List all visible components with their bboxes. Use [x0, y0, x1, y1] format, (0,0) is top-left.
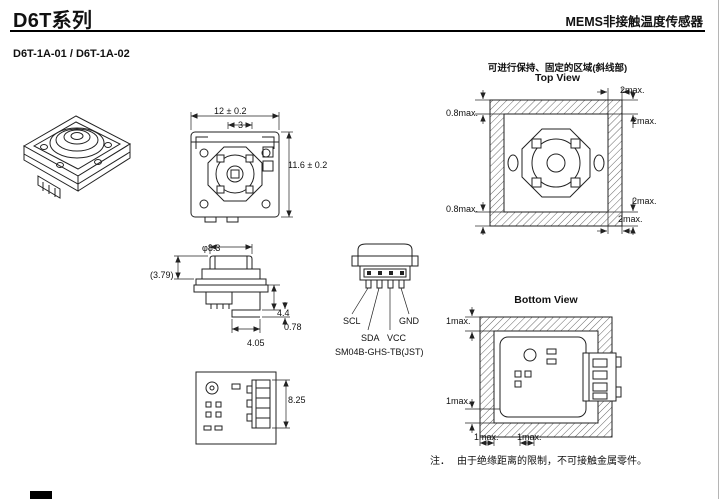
dim-topview-right-top: 2max.: [632, 116, 657, 126]
pin-label-gnd: GND: [399, 316, 419, 326]
dim-front-height: 11.6 ± 0.2: [288, 160, 328, 170]
dim-side-height: 4.4: [277, 308, 290, 318]
dim-bottomview-left-bottom: 1max.: [446, 396, 471, 406]
isometric-view-drawing: [22, 115, 132, 199]
front-view-drawing: [190, 112, 293, 223]
dim-bottomview-left-top: 1max.: [446, 316, 471, 326]
side-view-drawing: [174, 244, 290, 333]
dim-topview-right-bottom: 2max.: [632, 196, 657, 206]
pin-label-vcc: VCC: [387, 333, 407, 343]
dim-front-top: 3: [238, 120, 244, 130]
top-view-title: Top View: [534, 72, 581, 84]
dim-bottomview-bottom-right: 1max.: [517, 432, 542, 442]
dim-topview-corner-bottom: 2max.: [618, 214, 643, 224]
pcb-view-drawing: [195, 371, 290, 445]
model-heading: D6T-1A-01 / D6T-1A-02: [13, 48, 130, 60]
page-subtitle: MEMS非接触温度传感器: [565, 15, 703, 29]
connector-view-drawing: [351, 243, 419, 331]
top-view-caption: 可进行保持、固定的区域(斜线部): [487, 63, 628, 74]
footnote-text: 由于绝缘距离的限制，不可接触金属零件。: [457, 456, 647, 467]
dim-topview-left-top: 0.8max.: [446, 108, 479, 118]
dim-front-width: 12 ± 0.2: [214, 106, 247, 116]
bottom-view-drawing: [465, 307, 622, 446]
header-divider: [10, 30, 705, 32]
dim-pcb-height: 8.25: [288, 395, 306, 405]
pin-label-scl: SCL: [343, 316, 361, 326]
bottom-view-title: Bottom View: [514, 294, 578, 306]
dim-topview-left-bottom: 0.8max.: [446, 204, 479, 214]
footnote: 注． 由于绝缘距离的限制，不可接触金属零件。: [430, 455, 659, 468]
pin-label-sda: SDA: [361, 333, 380, 343]
dim-side-diameter: φ8.3: [202, 243, 221, 253]
dim-side-ref: (3.79): [150, 270, 174, 280]
dim-side-length: 4.05: [247, 338, 265, 348]
top-view-drawing: [475, 88, 638, 235]
dim-topview-corner-top: 2max.: [620, 85, 645, 95]
dim-bottomview-bottom-left: 1max.: [474, 432, 499, 442]
footer-block: [30, 491, 52, 499]
footnote-prefix: 注．: [430, 456, 450, 467]
page-title: D6T系列: [13, 10, 93, 32]
dim-side-step: 0.78: [284, 322, 302, 332]
connector-part-number: SM04B-GHS-TB(JST): [335, 347, 424, 357]
